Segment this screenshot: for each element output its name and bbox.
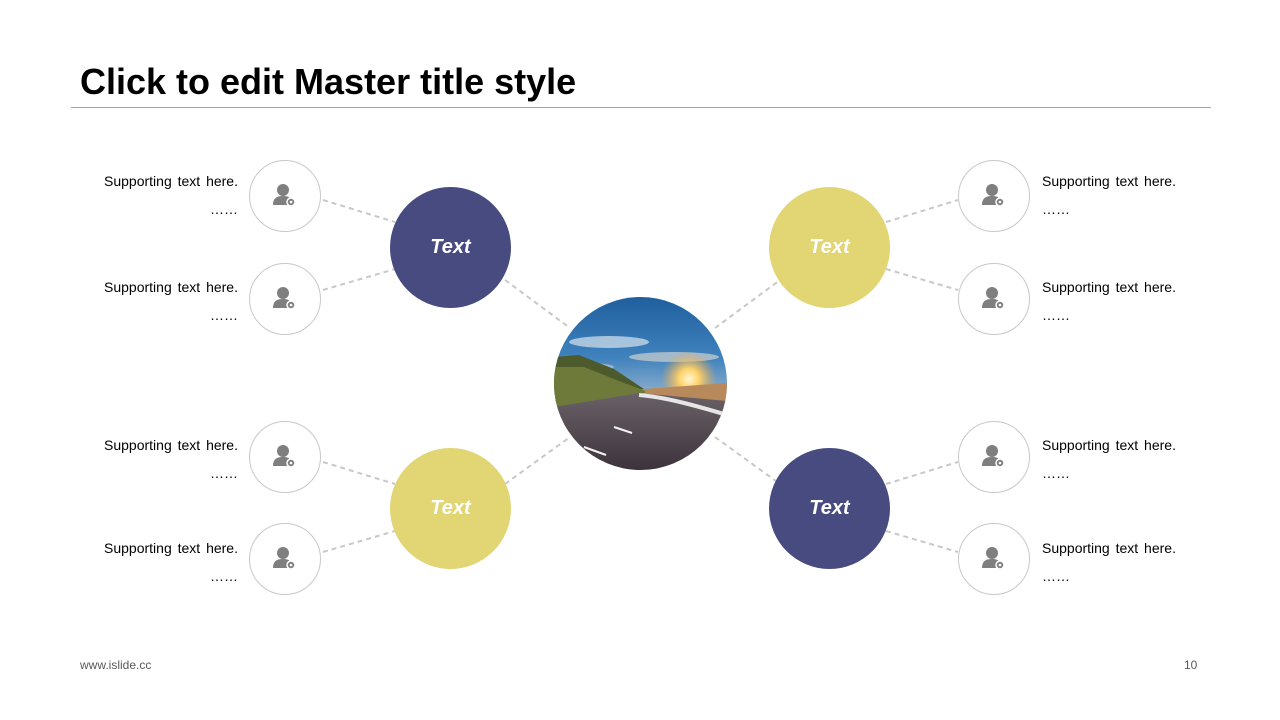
supporting-text: Supporting text here. [1042, 279, 1176, 295]
user-settings-icon [982, 445, 1005, 468]
hub-label: Text [430, 497, 471, 519]
supporting-text-block[interactable]: Supporting text here. …… [38, 273, 238, 329]
leaf-circle[interactable] [249, 523, 321, 595]
supporting-text-block[interactable]: Supporting text here. …… [1042, 273, 1242, 329]
leaf-circle[interactable] [958, 263, 1030, 335]
connector-line [504, 436, 571, 485]
supporting-text-block[interactable]: Supporting text here. …… [38, 431, 238, 487]
supporting-text-block[interactable]: Supporting text here. …… [1042, 534, 1242, 590]
title-divider [71, 107, 1211, 108]
supporting-text: Supporting text here. [104, 437, 238, 453]
user-settings-icon [273, 184, 296, 207]
user-settings-icon [982, 184, 1005, 207]
supporting-text-block[interactable]: Supporting text here. …… [38, 534, 238, 590]
leaf-circle[interactable] [958, 421, 1030, 493]
supporting-ellipsis: …… [1042, 201, 1070, 217]
hub-top-left[interactable]: Text [390, 187, 511, 308]
user-settings-icon [982, 287, 1005, 310]
supporting-text: Supporting text here. [104, 540, 238, 556]
slide-title[interactable]: Click to edit Master title style [80, 61, 577, 102]
leaf-circle[interactable] [249, 160, 321, 232]
supporting-text-block[interactable]: Supporting text here. …… [1042, 431, 1242, 487]
hub-top-right[interactable]: Text [769, 187, 890, 308]
user-settings-icon [273, 445, 296, 468]
supporting-text-block[interactable]: Supporting text here. …… [38, 167, 238, 223]
connector-line [322, 530, 396, 553]
connector-line [885, 461, 959, 485]
hub-label: Text [430, 236, 471, 258]
connector-line [322, 461, 396, 485]
supporting-ellipsis: …… [210, 201, 238, 217]
connector-line [714, 279, 781, 329]
supporting-ellipsis: …… [1042, 465, 1070, 481]
user-settings-icon [982, 547, 1005, 570]
footer-url: www.islide.cc [80, 658, 152, 672]
supporting-ellipsis: …… [1042, 568, 1070, 584]
supporting-ellipsis: …… [210, 465, 238, 481]
supporting-text: Supporting text here. [104, 173, 238, 189]
connector-line [885, 530, 959, 553]
supporting-ellipsis: …… [210, 568, 238, 584]
connector-line [504, 279, 571, 329]
hub-bottom-left[interactable]: Text [390, 448, 511, 569]
connector-line [885, 268, 959, 291]
connector-line [885, 199, 959, 223]
supporting-text: Supporting text here. [1042, 437, 1176, 453]
connector-line [322, 268, 396, 291]
leaf-circle[interactable] [958, 160, 1030, 232]
page-number: 10 [1184, 658, 1198, 672]
connector-line [714, 436, 781, 485]
leaf-circle[interactable] [249, 263, 321, 335]
road-sunset-photo[interactable] [554, 297, 727, 470]
connector-line [322, 199, 396, 223]
hub-label: Text [809, 497, 850, 519]
leaf-circle[interactable] [249, 421, 321, 493]
user-settings-icon [273, 287, 296, 310]
leaf-circle[interactable] [958, 523, 1030, 595]
supporting-ellipsis: …… [1042, 307, 1070, 323]
hub-bottom-right[interactable]: Text [769, 448, 890, 569]
supporting-text: Supporting text here. [104, 279, 238, 295]
road-sunset-image [554, 297, 727, 470]
user-settings-icon [273, 547, 296, 570]
supporting-text-block[interactable]: Supporting text here. …… [1042, 167, 1242, 223]
supporting-text: Supporting text here. [1042, 173, 1176, 189]
supporting-ellipsis: …… [210, 307, 238, 323]
supporting-text: Supporting text here. [1042, 540, 1176, 556]
hub-label: Text [809, 236, 850, 258]
